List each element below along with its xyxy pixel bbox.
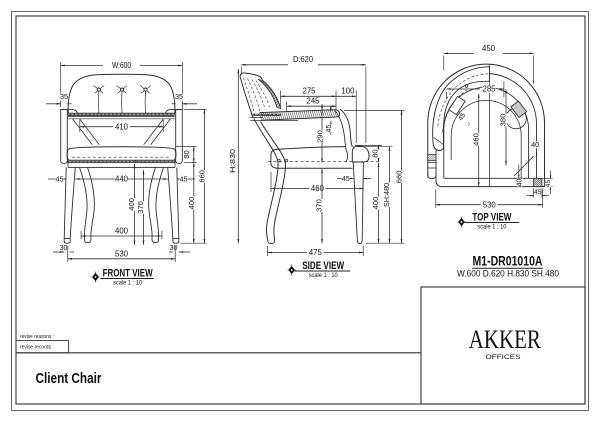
svg-text:30: 30 bbox=[170, 245, 178, 252]
svg-text:OFFICES: OFFICES bbox=[486, 355, 521, 361]
svg-text:400: 400 bbox=[115, 226, 129, 235]
svg-text:80: 80 bbox=[182, 150, 191, 158]
svg-text:450: 450 bbox=[482, 44, 496, 53]
svg-text:45: 45 bbox=[55, 174, 63, 183]
svg-text:AKKER: AKKER bbox=[469, 325, 542, 354]
svg-text:275: 275 bbox=[302, 87, 316, 96]
svg-text:30: 30 bbox=[60, 245, 68, 252]
svg-text:35: 35 bbox=[60, 92, 68, 101]
svg-text:D:620: D:620 bbox=[293, 55, 313, 64]
svg-text:revise reasons :: revise reasons : bbox=[20, 334, 54, 340]
svg-text:530: 530 bbox=[115, 249, 129, 258]
svg-text:35: 35 bbox=[175, 92, 183, 101]
svg-text:M1-DR01010A: M1-DR01010A bbox=[473, 253, 543, 269]
svg-text:400: 400 bbox=[371, 197, 380, 210]
svg-text:460: 460 bbox=[311, 184, 325, 193]
svg-text:80: 80 bbox=[371, 149, 380, 157]
svg-text:400: 400 bbox=[187, 197, 196, 210]
svg-text:W.600 D.620 H.830 SH.480: W.600 D.620 H.830 SH.480 bbox=[457, 269, 559, 280]
svg-text:45: 45 bbox=[457, 112, 467, 122]
svg-text:475: 475 bbox=[309, 248, 323, 257]
svg-text:TOP VIEW: TOP VIEW bbox=[472, 211, 511, 223]
svg-text:660: 660 bbox=[197, 170, 206, 183]
svg-text:370: 370 bbox=[136, 201, 145, 214]
svg-text:290: 290 bbox=[315, 130, 324, 143]
svg-text:H:830: H:830 bbox=[228, 149, 237, 173]
svg-text:Client Chair: Client Chair bbox=[36, 370, 102, 387]
svg-text:400: 400 bbox=[127, 198, 136, 211]
svg-text:460: 460 bbox=[471, 133, 480, 146]
svg-text:45: 45 bbox=[545, 180, 552, 188]
svg-text:45: 45 bbox=[324, 124, 333, 132]
svg-text:FRONT VIEW: FRONT VIEW bbox=[103, 267, 153, 279]
svg-text:scale 1 : 10: scale 1 : 10 bbox=[477, 223, 507, 230]
svg-text:660: 660 bbox=[395, 171, 404, 184]
svg-text:scale 1 : 10: scale 1 : 10 bbox=[309, 272, 339, 279]
svg-text:380: 380 bbox=[499, 114, 508, 127]
svg-text:245: 245 bbox=[306, 97, 320, 106]
svg-text:W:600: W:600 bbox=[112, 61, 131, 70]
svg-text:SIDE VIEW: SIDE VIEW bbox=[302, 260, 344, 272]
svg-text:SH:480: SH:480 bbox=[382, 183, 391, 207]
svg-text:530: 530 bbox=[483, 200, 497, 209]
svg-text:285: 285 bbox=[482, 85, 496, 94]
svg-text:45: 45 bbox=[342, 174, 350, 183]
svg-text:×: × bbox=[134, 159, 137, 165]
svg-text:40: 40 bbox=[516, 179, 523, 187]
svg-text:45: 45 bbox=[534, 189, 542, 196]
svg-text:scale 1 : 10: scale 1 : 10 bbox=[113, 279, 143, 286]
svg-text:370: 370 bbox=[315, 199, 324, 212]
svg-text:100: 100 bbox=[341, 87, 355, 96]
svg-text:410: 410 bbox=[115, 122, 129, 131]
svg-text:440: 440 bbox=[115, 175, 129, 184]
svg-text:45: 45 bbox=[179, 174, 187, 183]
svg-text:revise records: revise records bbox=[20, 344, 51, 350]
svg-text:40: 40 bbox=[531, 140, 539, 149]
